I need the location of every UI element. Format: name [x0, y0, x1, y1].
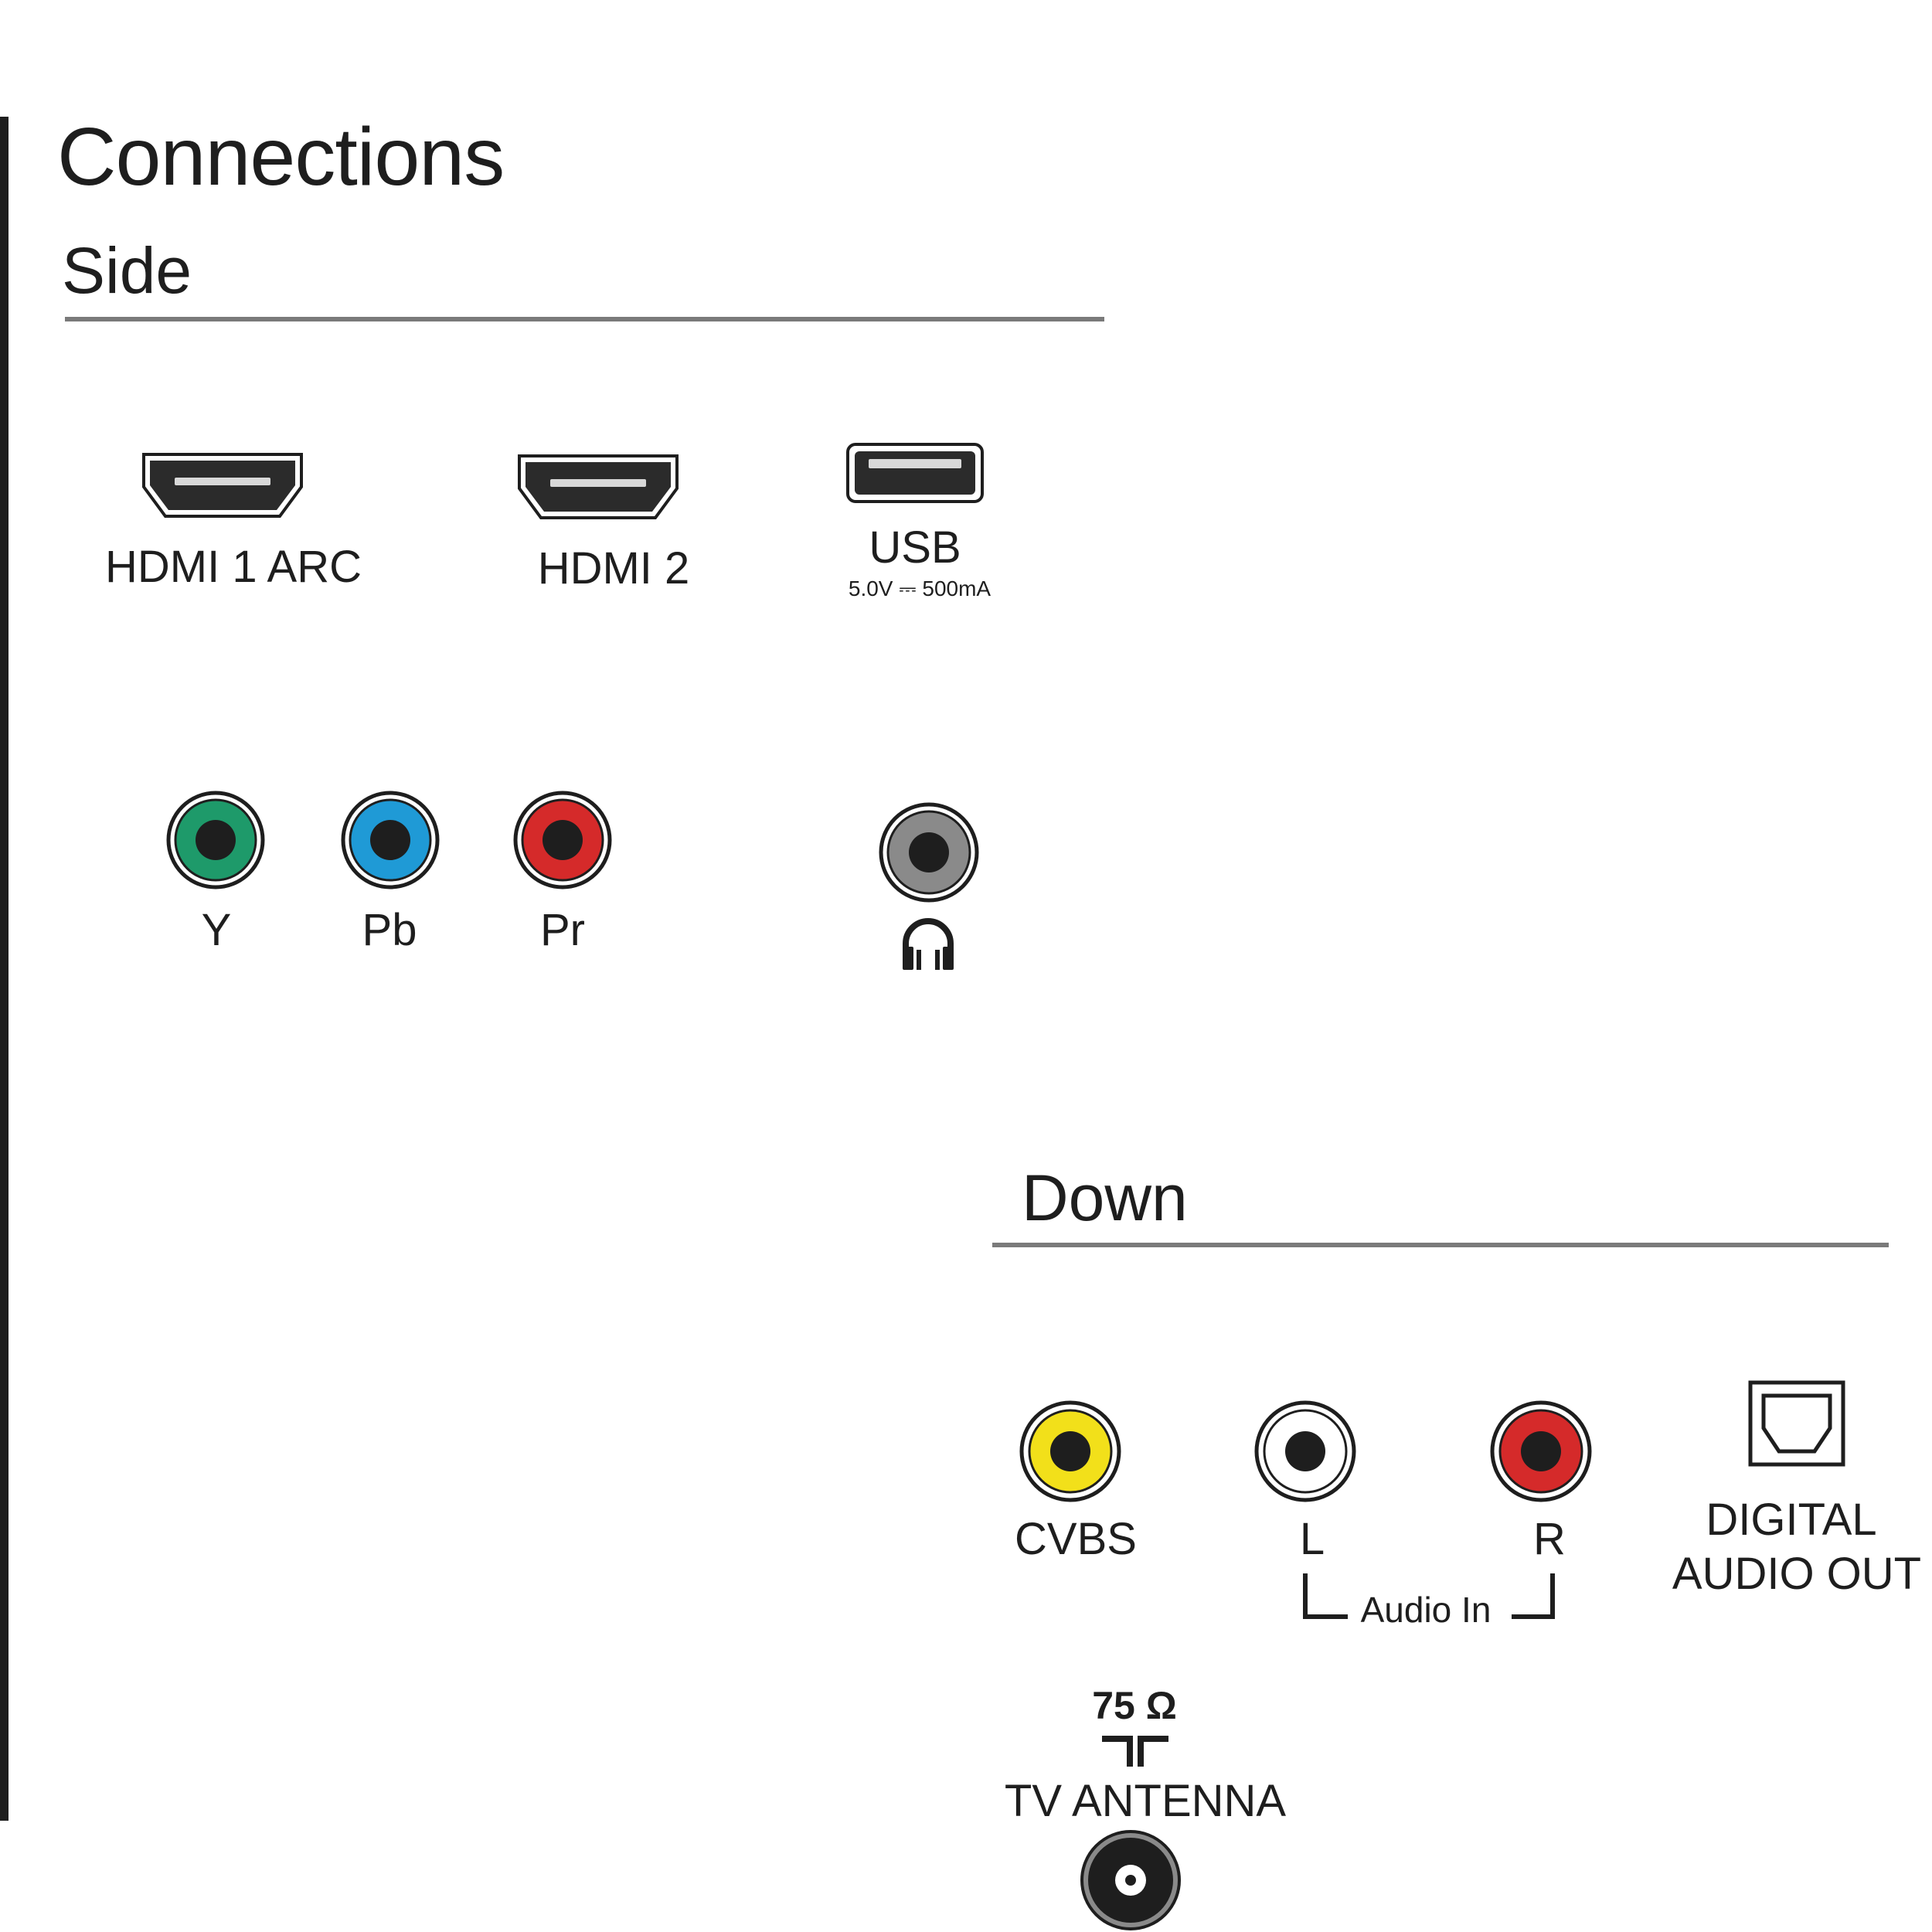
audio-r-label: R	[1533, 1514, 1566, 1564]
section-divider-down	[992, 1243, 1889, 1247]
cvbs-label: CVBS	[1015, 1514, 1137, 1564]
coax-port-icon	[1080, 1830, 1181, 1930]
left-edge-bar	[0, 117, 9, 1821]
antenna-symbol-icon	[1102, 1736, 1168, 1767]
component-pb-label: Pb	[362, 905, 417, 955]
audio-in-bracket	[1303, 1573, 1555, 1619]
audio-l-jack-icon	[1254, 1400, 1356, 1502]
hdmi1-label: HDMI 1 ARC	[105, 542, 362, 592]
headphone-jack-icon	[879, 802, 979, 903]
antenna-label: TV ANTENNA	[1004, 1776, 1287, 1826]
optical-port-icon	[1748, 1380, 1845, 1467]
digital-audio-out-label-line1: DIGITAL	[1706, 1495, 1877, 1545]
usb-rating: 5.0V ⎓ 500mA	[848, 577, 992, 600]
headphones-icon	[903, 918, 954, 970]
usb-label: USB	[869, 522, 961, 573]
usb-port-icon	[846, 443, 984, 503]
audio-in-label: Audio In	[1360, 1590, 1492, 1630]
digital-audio-out-label-line2: AUDIO OUT	[1672, 1549, 1922, 1599]
hdmi2-label: HDMI 2	[537, 543, 690, 594]
audio-l-label: L	[1299, 1514, 1325, 1564]
component-pr-label: Pr	[540, 905, 585, 955]
hdmi1-port-icon	[142, 453, 303, 518]
cvbs-jack-icon	[1019, 1400, 1121, 1502]
section-heading-side: Side	[62, 234, 192, 307]
hdmi2-port-icon	[518, 454, 679, 519]
audio-r-jack-icon	[1490, 1400, 1592, 1502]
component-pr-jack-icon	[513, 791, 612, 889]
component-y-label: Y	[201, 905, 232, 955]
page-title: Connections	[57, 111, 505, 202]
component-pb-jack-icon	[341, 791, 440, 889]
antenna-impedance: 75 Ω	[1092, 1684, 1177, 1727]
component-y-jack-icon	[166, 791, 265, 889]
section-divider-side	[65, 317, 1104, 321]
section-heading-down: Down	[1022, 1162, 1188, 1234]
